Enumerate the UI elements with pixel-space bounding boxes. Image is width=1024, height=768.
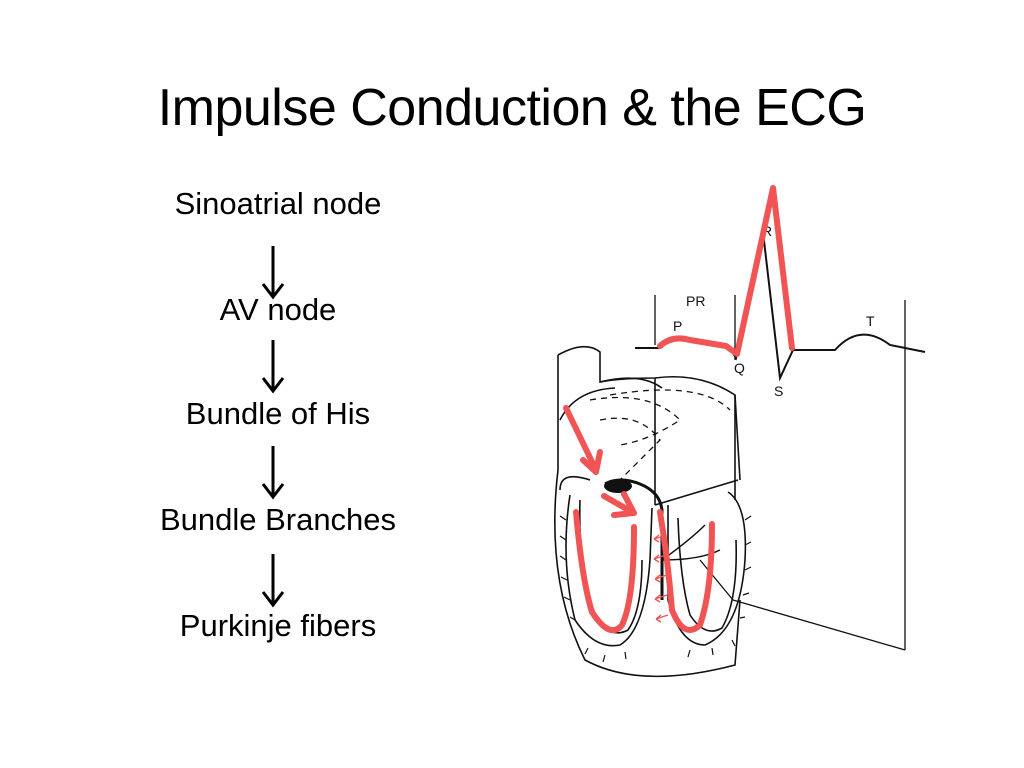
step-sinoatrial-node: Sinoatrial node (174, 186, 382, 221)
down-arrow-icon (261, 554, 285, 608)
purkinje-red-arrows (653, 534, 669, 623)
down-arrow-icon (261, 246, 285, 300)
step-purkinje-fibers: Purkinje fibers (179, 608, 377, 643)
dashed-conduction-paths (589, 389, 731, 481)
ecg-label-q: Q (734, 360, 745, 376)
ecg-panel-line (732, 599, 906, 651)
av-to-his-red-arrow (601, 493, 635, 515)
down-arrow-icon (261, 340, 285, 394)
ecg-red-overlay (657, 185, 795, 357)
heart-ecg-diagram: PR P R Q S T (554, 185, 926, 678)
right-branch-red (657, 509, 715, 633)
arrowhead-red (580, 449, 603, 475)
ecg-label-p: P (673, 318, 682, 334)
ecg-panel-line (699, 559, 734, 601)
red-highlight-trace (563, 185, 795, 634)
step-av-node: AV node (219, 292, 337, 327)
ecg-label-t: T (866, 313, 875, 329)
ecg-label-r: R (762, 223, 772, 239)
purkinje-ticks (559, 515, 752, 663)
slide-title: Impulse Conduction & the ECG (157, 79, 867, 137)
step-bundle-of-his: Bundle of His (185, 396, 371, 431)
step-bundle-branches: Bundle Branches (159, 502, 397, 537)
av-node-mark (604, 479, 632, 493)
heart-outline (554, 345, 747, 678)
left-branch-red (573, 509, 637, 634)
sa-to-av-red-arrow (563, 405, 599, 473)
arrowhead-red (611, 491, 637, 518)
down-arrow-icon (261, 446, 285, 500)
ecg-label-pr: PR (686, 293, 705, 309)
ecg-label-s: S (774, 383, 783, 399)
